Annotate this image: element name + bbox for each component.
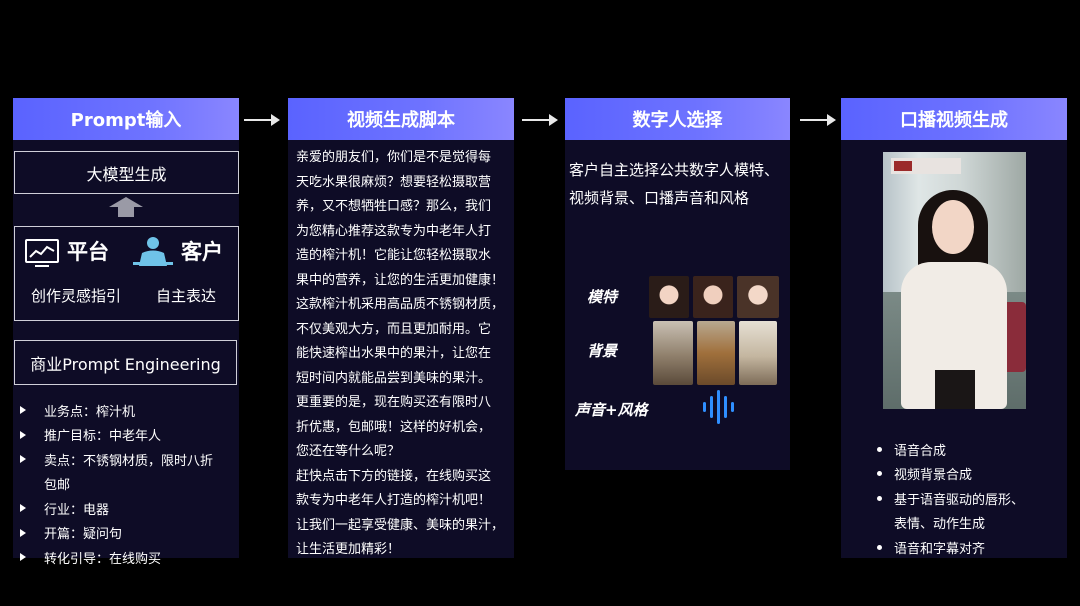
- column-prompt-input: Prompt输入 大模型生成 平台 客户 创作灵感指引 自主表达 商业Promp…: [13, 98, 239, 567]
- script-line: 短时间内就能品尝到美味的果汁。: [296, 370, 492, 386]
- voice-style-row-label: 声音+风格: [575, 401, 648, 419]
- script-line: 天吃水果很麻烦？想要轻松摄取营: [296, 174, 492, 190]
- list-item: 卖点：不锈钢材质，限时八折: [20, 447, 213, 472]
- script-line: 赶快点击下方的链接，在线购买这: [296, 468, 492, 484]
- list-item: 包邮: [44, 478, 71, 494]
- waveform-icon: [703, 390, 734, 424]
- llm-generate-box: 大模型生成: [14, 151, 239, 194]
- flow-arrow: [800, 114, 836, 126]
- background-thumbnail[interactable]: [697, 321, 735, 385]
- column-panel: 大模型生成 平台 客户 创作灵感指引 自主表达 商业Prompt Enginee…: [13, 140, 239, 567]
- selection-description: 客户自主选择公共数字人模特、 视频背景、口播声音和风格: [569, 161, 780, 207]
- commercial-prompt-box: 商业Prompt Engineering: [14, 340, 237, 385]
- list-item: 语音和字幕对齐: [877, 535, 1024, 560]
- customer-caption: 自主表达: [156, 287, 217, 305]
- video-preview[interactable]: [883, 152, 1026, 409]
- script-line: 让生活更加精彩！: [296, 542, 401, 557]
- background-thumbnail[interactable]: [653, 321, 693, 385]
- column-panel: 客户自主选择公共数字人模特、 视频背景、口播声音和风格 模特 背景 声音+风格: [565, 140, 790, 470]
- customer-person-icon: [133, 237, 173, 266]
- script-line: 果中的营养，让您的生活更加健康！: [296, 272, 505, 288]
- column-video-script: 视频生成脚本 亲爱的朋友们，你们是不是觉得每天吃水果很麻烦？想要轻松摄取营养，又…: [288, 98, 514, 558]
- list-item: 开篇：疑问句: [20, 521, 213, 546]
- column-header: 视频生成脚本: [288, 98, 514, 140]
- script-line: 您还在等什么呢？: [296, 444, 401, 459]
- output-bullet-list: 语音合成 视频背景合成 基于语音驱动的唇形、 表情、动作生成 语音和字幕对齐: [877, 437, 1024, 560]
- model-thumbnail[interactable]: [649, 276, 689, 318]
- background-row-label: 背景: [587, 342, 618, 360]
- list-item: 行业：电器: [20, 496, 213, 521]
- background-thumbnail[interactable]: [739, 321, 777, 385]
- list-item: 语音合成: [877, 437, 1024, 462]
- script-line: 为您精心推荐这款专为中老年人打: [296, 223, 492, 239]
- up-arrow-icon: [109, 197, 143, 217]
- column-header: 口播视频生成: [841, 98, 1067, 140]
- flow-arrow: [522, 114, 558, 126]
- column-panel: 语音合成 视频背景合成 基于语音驱动的唇形、 表情、动作生成 语音和字幕对齐: [841, 140, 1067, 558]
- list-item: 视频背景合成: [877, 462, 1024, 487]
- platform-label: 平台: [67, 240, 109, 264]
- list-item: 推广目标：中老年人: [20, 423, 213, 448]
- column-header: 数字人选择: [565, 98, 790, 140]
- chart-monitor-icon: [25, 239, 59, 267]
- list-item: 转化引导：在线购买: [20, 545, 213, 570]
- column-broadcast-video: 口播视频生成 语音合成 视频背景合成 基于语音驱动的唇形、 表情、动作生成 语音…: [841, 98, 1067, 558]
- model-thumbnail[interactable]: [737, 276, 779, 318]
- column-panel: 亲爱的朋友们，你们是不是觉得每天吃水果很麻烦？想要轻松摄取营养，又不想牺牲口感？…: [288, 140, 514, 558]
- script-line: 养，又不想牺牲口感？那么，我们: [296, 199, 492, 214]
- model-row-label: 模特: [587, 288, 618, 306]
- model-thumbnail[interactable]: [693, 276, 733, 318]
- script-line: 款专为中老年人打造的榨汁机吧！: [296, 493, 492, 508]
- flow-arrow: [244, 114, 280, 126]
- script-text: 亲爱的朋友们，你们是不是觉得每天吃水果很麻烦？想要轻松摄取营养，又不想牺牲口感？…: [296, 146, 504, 563]
- script-line: 这款榨汁机采用高品质不锈钢材质，: [296, 297, 505, 312]
- list-item: 业务点：榨汁机: [20, 398, 213, 423]
- script-line: 不仅美观大方，而且更加耐用。它: [296, 321, 492, 337]
- script-line: 造的榨汁机！它能让您轻松摄取水: [296, 248, 492, 263]
- script-line: 折优惠，包邮哦！这样的好机会，: [296, 419, 492, 435]
- customer-label: 客户: [181, 240, 223, 264]
- platform-caption: 创作灵感指引: [31, 287, 122, 305]
- column-digital-human: 数字人选择 客户自主选择公共数字人模特、 视频背景、口播声音和风格 模特 背景 …: [565, 98, 790, 470]
- script-line: 更重要的是，现在购买还有限时八: [296, 395, 492, 410]
- script-line: 让我们一起享受健康、美味的果汁，: [296, 517, 505, 533]
- script-line: 能快速榨出水果中的果汁，让您在: [296, 346, 492, 361]
- prompt-bullet-list: 业务点：榨汁机 推广目标：中老年人 卖点：不锈钢材质，限时八折 包邮 行业：电器…: [20, 398, 213, 570]
- column-header: Prompt输入: [13, 98, 239, 140]
- platform-customer-box: 平台 客户 创作灵感指引 自主表达: [14, 226, 239, 321]
- list-item: 表情、动作生成: [894, 517, 986, 533]
- list-item: 基于语音驱动的唇形、: [877, 486, 1024, 511]
- script-line: 亲爱的朋友们，你们是不是觉得每: [296, 150, 492, 165]
